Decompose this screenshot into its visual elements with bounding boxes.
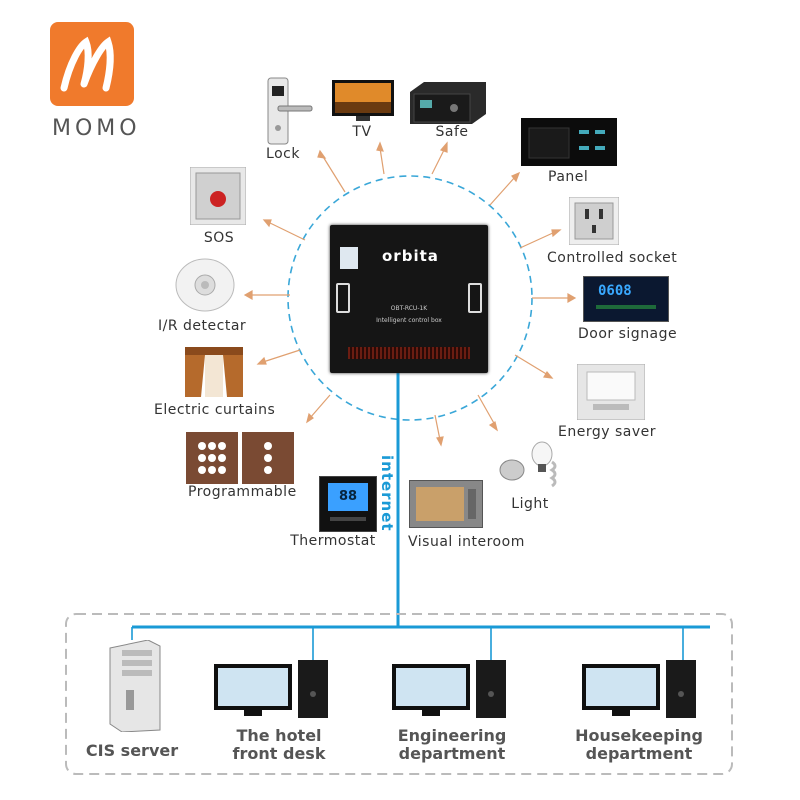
device-label-safe: Safe: [435, 124, 469, 140]
tv-icon: [332, 80, 394, 121]
label-line: CIS server: [85, 741, 179, 760]
desktop-computer-icon: [392, 660, 506, 718]
control-box-badge: [340, 247, 358, 269]
label-line: front desk: [232, 744, 326, 763]
label-line: department: [585, 744, 693, 763]
device-label-tv: TV: [352, 124, 372, 140]
desktop-computer-icon: [214, 660, 328, 718]
label-line: Housekeeping: [575, 726, 703, 745]
engineering-computer: [392, 660, 512, 724]
server-tower-icon: [109, 639, 161, 733]
device-label-lock: Lock: [266, 146, 300, 162]
logo-text: MOMO: [52, 116, 141, 141]
thermostat-device: 88: [319, 476, 377, 532]
network-region: [65, 613, 733, 775]
door-signage-device: 0608: [583, 276, 669, 322]
programmable-panel-icon: [186, 432, 294, 484]
light-bulbs-icon: [499, 441, 557, 488]
control-box: orbita OBT-RCU-1K Intelligent control bo…: [330, 225, 488, 373]
network-lines: [132, 365, 710, 629]
panel-device: [521, 118, 617, 170]
safe-icon: [410, 82, 486, 124]
device-label-visual-interoom: Visual interoom: [408, 534, 525, 550]
right-handle: [468, 283, 482, 313]
controller-model: OBT-RCU-1K: [390, 305, 428, 312]
energy-saver-device: [576, 363, 646, 424]
sos-button-icon: [189, 166, 247, 226]
label-front-desk: The hotel front desk: [233, 727, 326, 763]
device-label-controlled-socket: Controlled socket: [547, 250, 678, 266]
ir-detector-icon: [175, 258, 235, 312]
desktop-computer-icon: [582, 660, 696, 718]
safe-device: [410, 82, 486, 128]
device-label-light: Light: [511, 496, 549, 512]
controller-vent: [348, 347, 470, 359]
curtains-device: [185, 347, 243, 401]
device-label-thermostat: Thermostat: [290, 533, 376, 549]
device-label-programmable: Programmable: [188, 484, 297, 500]
housekeeping-computer: [582, 660, 702, 724]
tv-device: [332, 80, 394, 126]
internet-label: internet: [378, 455, 396, 532]
device-label-energy-saver: Energy saver: [558, 424, 656, 440]
panel-icon: [521, 118, 617, 166]
label-cis-server: CIS server: [86, 742, 178, 760]
lock-device: [264, 76, 313, 146]
label-line: Engineering: [397, 726, 507, 745]
label-engineering: Engineering department: [398, 727, 507, 763]
curtains-icon: [185, 347, 243, 397]
ir-detector-device: [174, 257, 236, 317]
light-device: [498, 440, 568, 494]
programmable-device: [186, 432, 294, 488]
label-line: department: [398, 744, 506, 763]
logo-mark-icon: [60, 36, 114, 92]
device-label-panel: Panel: [548, 169, 589, 185]
visual-interoom-device: [409, 480, 483, 528]
device-arrows: [243, 141, 577, 447]
front-desk-computer: [214, 660, 334, 724]
label-housekeeping: Housekeeping department: [575, 727, 703, 763]
sos-device: [189, 166, 247, 229]
device-label-ir-detector: I/R detectar: [158, 318, 247, 334]
device-label-door-signage: Door signage: [578, 326, 678, 342]
socket-device: [568, 196, 620, 249]
energy-saver-icon: [576, 363, 646, 421]
socket-icon: [568, 196, 620, 246]
controller-brand: orbita: [382, 247, 439, 265]
lock-icon: [267, 77, 313, 145]
cis-server: [106, 639, 162, 736]
label-line: The hotel: [236, 726, 322, 745]
device-label-sos: SOS: [203, 230, 235, 246]
device-label-electric-curtains: Electric curtains: [154, 402, 276, 418]
door-number: 0608: [598, 283, 632, 299]
controller-description: Intelligent control box: [376, 317, 442, 324]
left-handle: [336, 283, 350, 313]
network-drops: [131, 627, 684, 660]
thermostat-display: 88: [328, 483, 368, 511]
momo-logo: [50, 22, 134, 106]
